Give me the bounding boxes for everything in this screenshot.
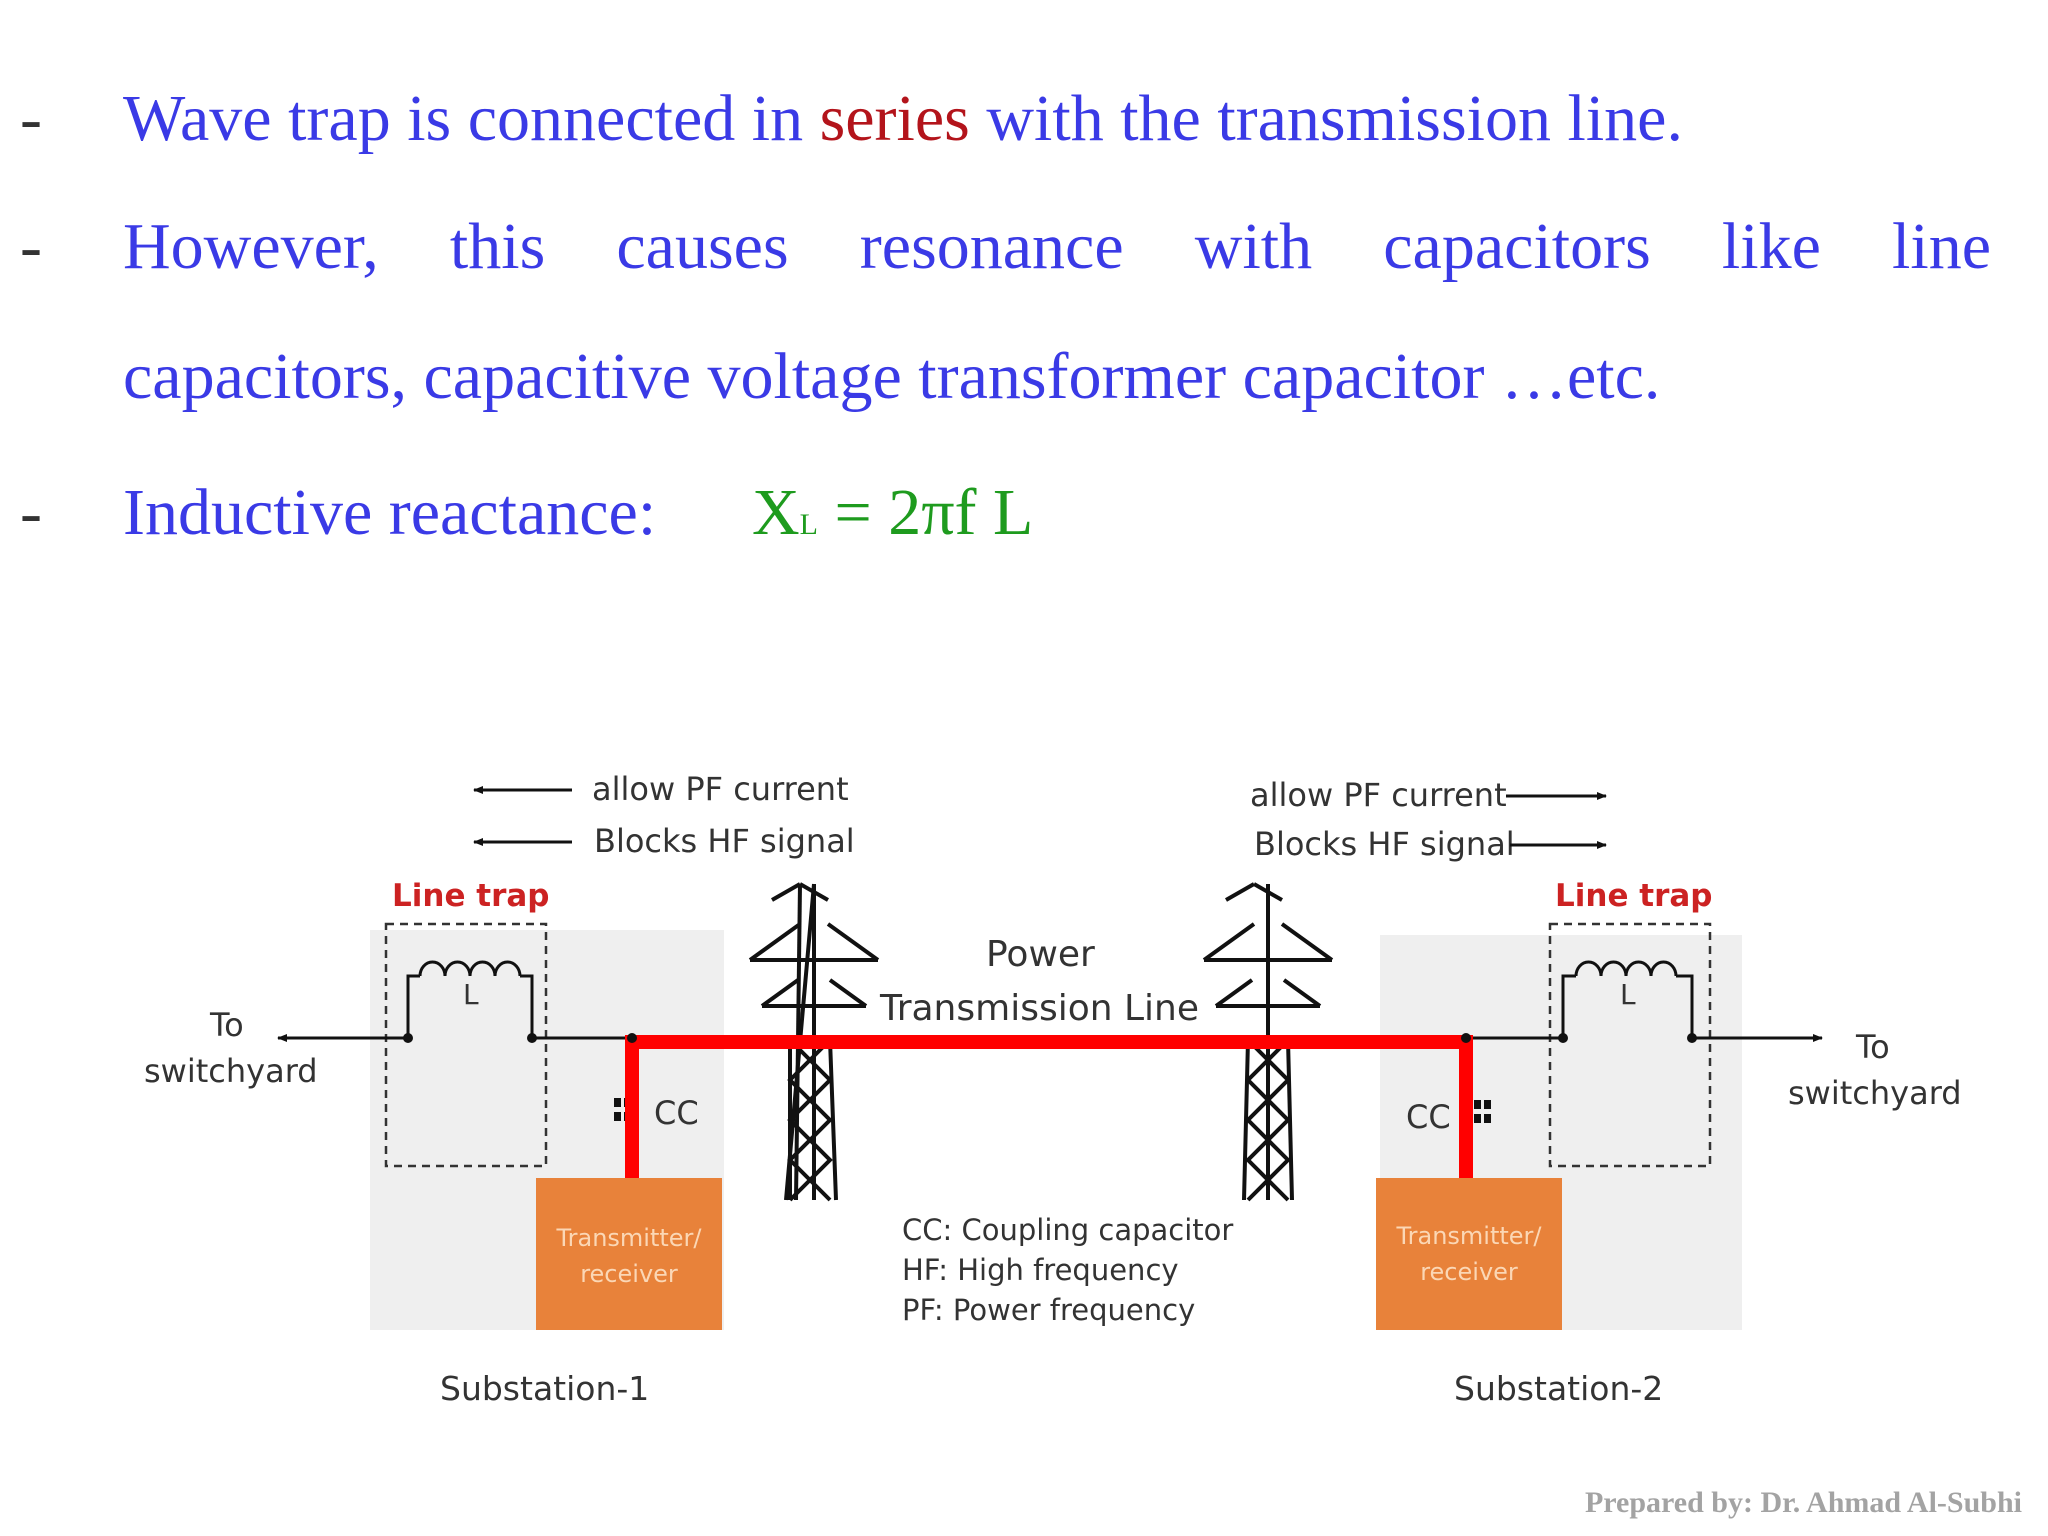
node bbox=[1558, 1033, 1568, 1043]
coupling-capacitor-right-icon bbox=[1474, 1100, 1491, 1123]
arrow-right-hf-label: Blocks HF signal bbox=[1254, 825, 1515, 863]
bullet-text-before: Wave trap is connected in bbox=[123, 82, 820, 155]
to-switchyard-left-label: switchyard bbox=[144, 1052, 318, 1090]
cc-left-label: CC bbox=[654, 1094, 699, 1132]
inductor-right bbox=[1561, 960, 1694, 1038]
tx-right-line-2: receiver bbox=[1420, 1258, 1518, 1286]
line-trap-left-label: Line trap bbox=[392, 878, 549, 914]
legend-pf: PF: Power frequency bbox=[902, 1293, 1195, 1327]
bullet-text-after: with the transmission line. bbox=[969, 82, 1683, 155]
node bbox=[627, 1033, 637, 1043]
word: resonance bbox=[859, 210, 1124, 283]
highlight-series: series bbox=[819, 82, 970, 155]
substation-1-label: Substation-1 bbox=[440, 1369, 649, 1408]
line-trap-left-box bbox=[384, 922, 548, 1168]
power-line-label-2: Transmission Line bbox=[879, 988, 1199, 1029]
node bbox=[403, 1033, 413, 1043]
transmitter-receiver-left bbox=[536, 1178, 722, 1330]
word: causes bbox=[616, 210, 789, 283]
bullet-dash: - bbox=[20, 82, 42, 155]
node bbox=[1461, 1033, 1471, 1043]
legend-hf: HF: High frequency bbox=[902, 1253, 1179, 1287]
tx-left-line-2: receiver bbox=[580, 1260, 678, 1288]
footer-credit: Prepared by: Dr. Ahmad Al-Subhi bbox=[1584, 1486, 2022, 1519]
reactance-label: Inductive reactance: bbox=[123, 476, 657, 549]
word: capacitors bbox=[1383, 210, 1651, 283]
formula-x: X bbox=[752, 476, 800, 549]
word: this bbox=[449, 210, 546, 283]
bullet-dash: - bbox=[20, 476, 42, 549]
power-line-label-1: Power bbox=[986, 934, 1095, 975]
to-switchyard-left-to: To bbox=[209, 1006, 244, 1044]
word: line bbox=[1892, 210, 1991, 283]
substation-2-label: Substation-2 bbox=[1454, 1369, 1663, 1408]
tx-right-line-1: Transmitter/ bbox=[1395, 1222, 1542, 1250]
formula-subscript: L bbox=[799, 508, 818, 541]
word: However, bbox=[123, 210, 379, 283]
hf-signal-path bbox=[625, 1035, 1473, 1178]
bullet-line-2: capacitors, capacitive voltage transform… bbox=[123, 340, 1661, 413]
bullet-dash: - bbox=[20, 210, 42, 283]
legend-cc: CC: Coupling capacitor bbox=[902, 1213, 1233, 1247]
word: with bbox=[1194, 210, 1313, 283]
arrow-left-pf-label: allow PF current bbox=[592, 770, 849, 808]
line-trap-right-label: Line trap bbox=[1555, 878, 1712, 914]
reactance-formula: XL = 2πf L bbox=[752, 480, 1033, 546]
to-switchyard-right-to: To bbox=[1855, 1028, 1890, 1066]
bullet-text: Wave trap is connected in series with th… bbox=[123, 86, 1683, 152]
line-trap-right-box bbox=[1548, 922, 1712, 1168]
formula-rest: = 2πf L bbox=[818, 476, 1034, 549]
to-switchyard-right-label: switchyard bbox=[1788, 1074, 1962, 1112]
tx-left-line-1: Transmitter/ bbox=[555, 1224, 702, 1252]
cc-right-label: CC bbox=[1406, 1098, 1451, 1136]
arrow-left-hf-label: Blocks HF signal bbox=[594, 822, 855, 860]
arrow-right-pf-label: allow PF current bbox=[1250, 776, 1507, 814]
bullet-line-1: However, this causes resonance with capa… bbox=[123, 214, 1991, 280]
word: like bbox=[1721, 210, 1821, 283]
transmitter-receiver-right bbox=[1376, 1178, 1562, 1330]
inductor-right-label: L bbox=[1620, 978, 1636, 1011]
inductor-left-label: L bbox=[463, 978, 479, 1011]
inductor-left bbox=[406, 960, 534, 1038]
